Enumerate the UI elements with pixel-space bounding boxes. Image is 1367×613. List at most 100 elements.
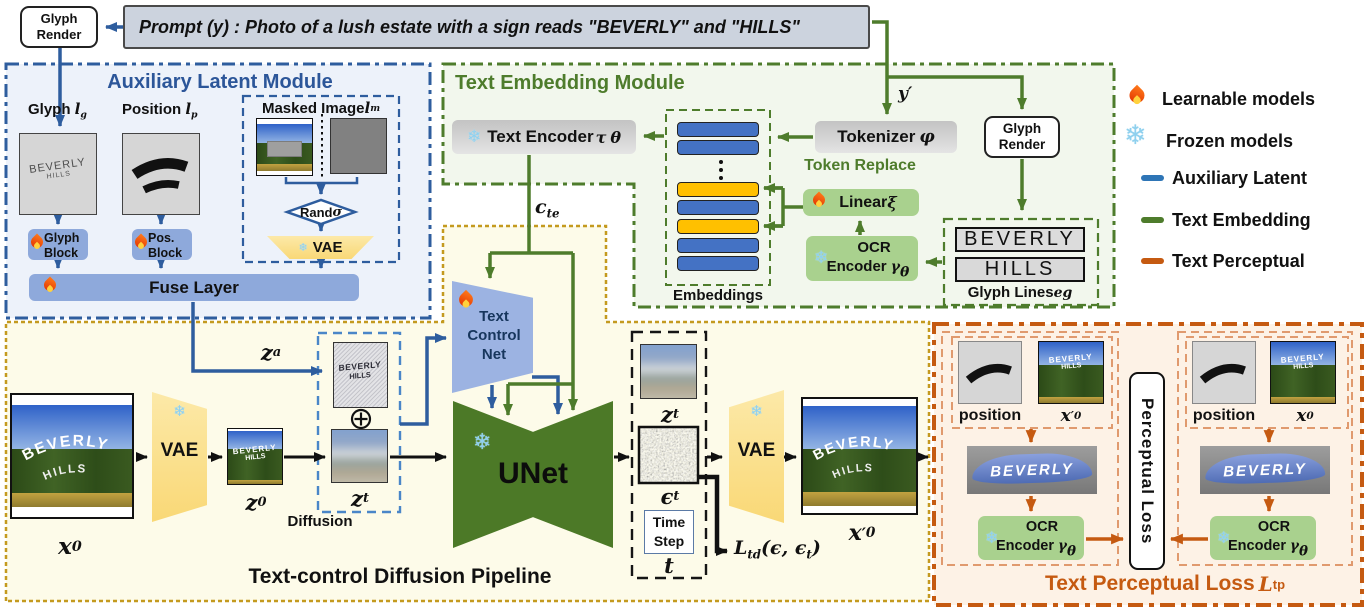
x-sym: x [1060, 406, 1071, 426]
text-perceptual-arrows [1025, 429, 1275, 545]
svg-text:BEVERLY: BEVERLY [811, 434, 896, 464]
arrow-controlnet-to-unet-2 [532, 375, 563, 415]
embedding-token [677, 140, 759, 155]
tem-title-text: Text Embedding Module [455, 72, 685, 94]
rand-sigma-diamond [283, 198, 359, 226]
snowflake-icon: ❄ [298, 242, 308, 254]
zero-sub: 0 [257, 495, 267, 510]
ellipsis-dot [719, 160, 723, 164]
tpl-right-x0-image: BEVERLY HILLS [1270, 341, 1336, 404]
x0-photo: BEVERLY HILLS [10, 393, 134, 519]
snowflake-icon: ❄ [1217, 530, 1231, 547]
prime-sym: ′ [861, 523, 866, 543]
tpl-left-position-image [958, 341, 1022, 404]
arrow-diffusion-to-controlnet [400, 333, 447, 426]
diffusion-label: Diffusion [268, 513, 372, 530]
c-sub: te [546, 206, 560, 221]
snowflake-icon: ❄ [1124, 120, 1147, 150]
t-label: t [654, 553, 684, 578]
tpl-left-beverly-text: BEVERLY [989, 460, 1075, 480]
legend-frozen-label: Frozen models [1166, 131, 1294, 151]
pipeline-title-text: Text-control Diffusion Pipeline [248, 565, 552, 588]
linear-label: Linear [839, 193, 888, 211]
fire-icon [41, 276, 58, 296]
prompt-text: Prompt (y) : Photo of a lush estate with… [139, 16, 800, 37]
masked-image-group-border [241, 94, 401, 264]
masked-sub: m [370, 102, 381, 114]
tpl-right-position-label: position [1186, 407, 1262, 425]
tpl-ocr-line2: Encoder γθ [990, 538, 1082, 559]
xp0-label: x′0 [832, 520, 892, 546]
mask-rectangle [267, 141, 302, 158]
c-sym: c [535, 196, 547, 218]
legend-embedding-line [1141, 217, 1164, 223]
embedding-token [677, 256, 759, 271]
tpl-ocr-line2: Encoder γθ [1222, 538, 1314, 559]
zero-sub: 0 [865, 525, 876, 541]
svg-text:BEVERLY: BEVERLY [20, 433, 111, 465]
rand-text: Rand [299, 204, 333, 220]
t-sub: t [362, 491, 369, 506]
zt-image [331, 429, 388, 483]
z-sym: z [351, 486, 363, 511]
embeddings-label: Embeddings [668, 287, 768, 304]
legend-aux-label: Auxiliary Latent [1172, 168, 1308, 188]
tpl-left-ocr-box: ❄ OCR Encoder γθ [978, 516, 1084, 560]
position-image [122, 133, 200, 215]
position-arcs [131, 158, 189, 194]
aux-vae-label: VAE [312, 239, 343, 256]
gamma-sym: γ [890, 259, 901, 275]
glyph-lines-text: Glyph Lines [967, 284, 1054, 301]
legend-perceptual-line [1141, 258, 1164, 264]
theta-sub: θ [1298, 543, 1308, 560]
glyph-render-tem-box: Glyph Render [984, 116, 1060, 158]
arrow-to-glyph-render-tem [887, 75, 1027, 110]
tpl-right-ocr-box: ❄ OCR Encoder γθ [1210, 516, 1316, 560]
embedding-token [677, 122, 759, 137]
ocr-label-line1: OCR [857, 239, 891, 256]
oplus-icon [350, 408, 372, 430]
t-sym: t [664, 553, 674, 578]
tpl-left-branch-border [941, 331, 1119, 566]
pos-sym: l [185, 100, 192, 118]
snowflake-icon: ❄ [473, 429, 492, 454]
glyph-render-top-label: Glyph Render [36, 11, 82, 42]
glyph-line-beverly: BEVERLY [955, 227, 1085, 252]
glyph-image: BEVERLY HILLS [19, 133, 97, 215]
snowflake-icon: ❄ [750, 403, 763, 420]
tpl-right-beverly-text: BEVERLY [1222, 460, 1308, 480]
cte-to-unet-trunk [508, 253, 575, 386]
unet-label: UNet [497, 457, 568, 490]
legend: Learnable models ❄ Frozen models Auxilia… [1124, 84, 1364, 286]
x-sym: x [58, 533, 72, 560]
perceptual-loss-label: Perceptual Loss [1138, 397, 1157, 545]
text-encoder-label: Text Encoder [487, 127, 594, 146]
diffusion-text: Diffusion [287, 513, 353, 530]
embeddings-group-border [665, 109, 771, 286]
zero-sub: 0 [1074, 410, 1082, 422]
token-replace-text: Token Replace [804, 157, 916, 174]
epsilon-sym: ϵ [660, 484, 674, 509]
arrow-fuse-to-za [191, 302, 323, 376]
vae-decoder: ❄ VAE [729, 390, 784, 523]
embeddings-text: Embeddings [672, 287, 763, 304]
fire-icon [1125, 84, 1147, 109]
glyph-line-beverly-text: BEVERLY [964, 228, 1076, 250]
perceptual-loss-box: Perceptual Loss [1129, 372, 1165, 570]
prime-sym: ′ [1070, 409, 1075, 423]
aux-title-text: Auxiliary Latent Module [107, 71, 333, 93]
tpl-left-xp0-image: BEVERLY HILLS [1038, 341, 1104, 404]
text-controlnet-label: Text Control Net [467, 308, 521, 363]
xi-sym: ξ [887, 193, 897, 212]
gamma-sym: γ [1290, 538, 1299, 554]
tpl-right-inputs-border [1185, 336, 1349, 429]
zero-sub: 0 [71, 538, 82, 555]
x-sym: x [1296, 406, 1307, 426]
vae-encoder-label: VAE [160, 440, 199, 461]
theta-sub: θ [900, 264, 910, 281]
